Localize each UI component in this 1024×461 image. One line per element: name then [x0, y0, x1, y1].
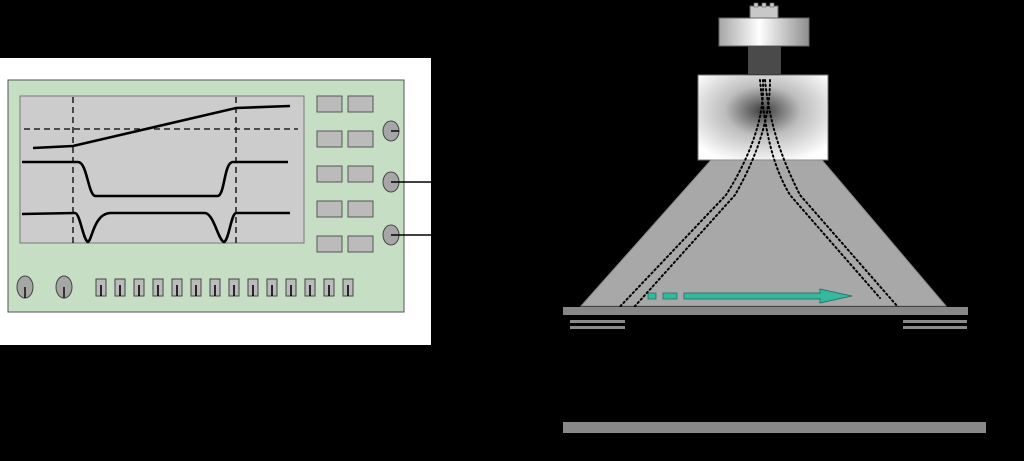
- control-button-grid: [316, 95, 374, 253]
- step-trace: [22, 160, 288, 198]
- toggle-switch-icon[interactable]: [95, 278, 107, 297]
- control-button[interactable]: [347, 95, 374, 113]
- beam-path-left-inner: [626, 79, 771, 316]
- rotary-knob-icon[interactable]: [55, 275, 73, 299]
- rotary-knob-icon[interactable]: [382, 224, 431, 246]
- toggle-switch-icon[interactable]: [209, 278, 221, 297]
- left-clamp: [570, 320, 625, 329]
- source-neck: [748, 46, 781, 74]
- chamber: [579, 159, 948, 307]
- oscilloscope: [0, 58, 431, 345]
- control-button[interactable]: [316, 235, 343, 253]
- control-button[interactable]: [316, 130, 343, 148]
- toggle-switch-icon[interactable]: [266, 278, 278, 297]
- beam-path-right: [764, 79, 906, 316]
- toggle-switch-icon[interactable]: [133, 278, 145, 297]
- control-button[interactable]: [347, 200, 374, 218]
- sample-plate: [563, 307, 968, 315]
- base-plate: [563, 422, 986, 433]
- ramp-trace: [32, 104, 291, 150]
- toggle-switch-icon[interactable]: [171, 278, 183, 297]
- control-button[interactable]: [316, 95, 343, 113]
- control-button[interactable]: [316, 200, 343, 218]
- beam-path-right-inner: [759, 79, 881, 299]
- toggle-switch-icon[interactable]: [247, 278, 259, 297]
- switch-row: [95, 278, 354, 297]
- display-screen: [19, 95, 305, 244]
- source-cylinder: [718, 17, 810, 47]
- toggle-switch-icon[interactable]: [152, 278, 164, 297]
- toggle-switch-icon[interactable]: [342, 278, 354, 297]
- bottom-knobs: [16, 275, 73, 299]
- toggle-switch-icon[interactable]: [228, 278, 240, 297]
- control-button[interactable]: [316, 165, 343, 183]
- control-button[interactable]: [347, 130, 374, 148]
- toggle-switch-icon[interactable]: [323, 278, 335, 297]
- control-button[interactable]: [347, 165, 374, 183]
- spike-trace: [21, 211, 290, 244]
- apparatus: [563, 2, 986, 433]
- right-clamp: [903, 320, 967, 329]
- beam-path-left: [611, 79, 765, 316]
- rotary-knob-icon[interactable]: [16, 275, 34, 299]
- side-knobs: [382, 120, 431, 246]
- control-button[interactable]: [347, 235, 374, 253]
- top-connector: [749, 2, 779, 20]
- toggle-switch-icon[interactable]: [190, 278, 202, 297]
- toggle-switch-icon[interactable]: [285, 278, 297, 297]
- toggle-switch-icon[interactable]: [304, 278, 316, 297]
- rotary-knob-icon[interactable]: [382, 171, 431, 193]
- rotary-knob-icon[interactable]: [382, 120, 400, 142]
- right-arrow-icon: [647, 288, 853, 304]
- lens-housing: [697, 74, 829, 161]
- toggle-switch-icon[interactable]: [114, 278, 126, 297]
